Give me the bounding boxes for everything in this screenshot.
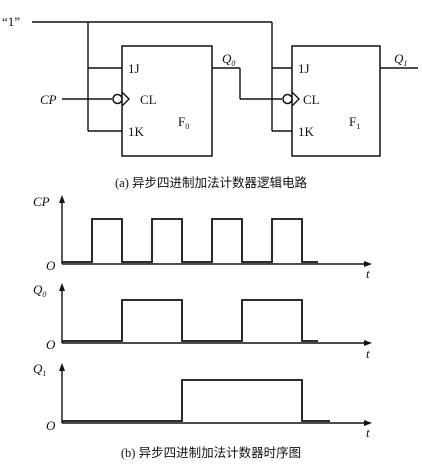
ff1-cl-label: CL (303, 92, 320, 107)
flip-flop-f0: 1J CL 1K F0 (112, 45, 213, 157)
q0-origin-label: O (46, 337, 56, 352)
q1-label-sub: 1 (403, 59, 407, 68)
cp-waveform (62, 218, 318, 263)
q0-x-arrow (364, 340, 372, 346)
cp-y-arrow (59, 195, 65, 203)
cp-x-arrow (364, 261, 372, 267)
q1-y-arrow (59, 363, 65, 371)
q0-timing-label-sub: 0 (42, 290, 46, 299)
ff0-cl-label: CL (140, 92, 157, 107)
ff0-name-main: F (178, 114, 185, 129)
ff1-j-label: 1J (298, 61, 310, 76)
ff1-name-sub: 1 (356, 122, 360, 131)
logic-one-label: “1” (2, 14, 20, 29)
ff0-clock-triangle (121, 91, 130, 107)
q1-x-arrow (364, 420, 372, 426)
ff1-k-label: 1K (298, 124, 315, 139)
q0-y-arrow (59, 283, 65, 291)
q1-origin-label: O (46, 418, 56, 433)
cp-origin-label: O (46, 258, 56, 273)
cp-signal-label: CP (33, 194, 50, 209)
ff0-name: F0 (178, 114, 189, 131)
ff0-j-label: 1J (128, 61, 140, 76)
flip-flop-f1: 1J CL 1K F1 (282, 45, 381, 157)
q0-time-label: t (366, 346, 370, 361)
q1-timing-label-main: Q (33, 361, 43, 376)
q1-timing-label-sub: 1 (42, 369, 46, 378)
q1-output-label: Q1 (394, 51, 407, 68)
ff1-name-main: F (349, 114, 356, 129)
q0-signal-label: Q0 (33, 282, 46, 299)
circuit-caption: (a) 异步四进制加法计数器逻辑电路 (115, 175, 307, 190)
logic-circuit: “1” CP 1J CL 1K F0 Q0 (2, 14, 418, 190)
timing-caption: (b) 异步四进制加法计数器时序图 (121, 445, 301, 460)
q1-waveform (62, 379, 330, 422)
q0-output-label: Q0 (222, 51, 235, 68)
q1-time-label: t (366, 425, 370, 440)
ff1-clock-bubble (282, 93, 293, 105)
ff0-name-sub: 0 (185, 122, 189, 131)
q0-timing-label-main: Q (33, 282, 43, 297)
q0-label-sub: 0 (231, 59, 235, 68)
ff1-name: F1 (349, 114, 360, 131)
cp-time-label: t (366, 266, 370, 281)
ff1-clock-triangle (291, 91, 300, 107)
q1-signal-label: Q1 (33, 361, 46, 378)
ff1-box (291, 45, 381, 157)
q0-label-main: Q (222, 51, 232, 66)
cp-input-label: CP (40, 92, 57, 107)
ff0-k-label: 1K (128, 124, 145, 139)
timing-diagram: CP O t Q0 O t Q1 O t (b) 异步四进制加法计数器时序图 (33, 194, 372, 460)
q1-label-main: Q (394, 51, 404, 66)
q0-waveform (62, 299, 318, 342)
ff0-clock-bubble (112, 93, 123, 105)
